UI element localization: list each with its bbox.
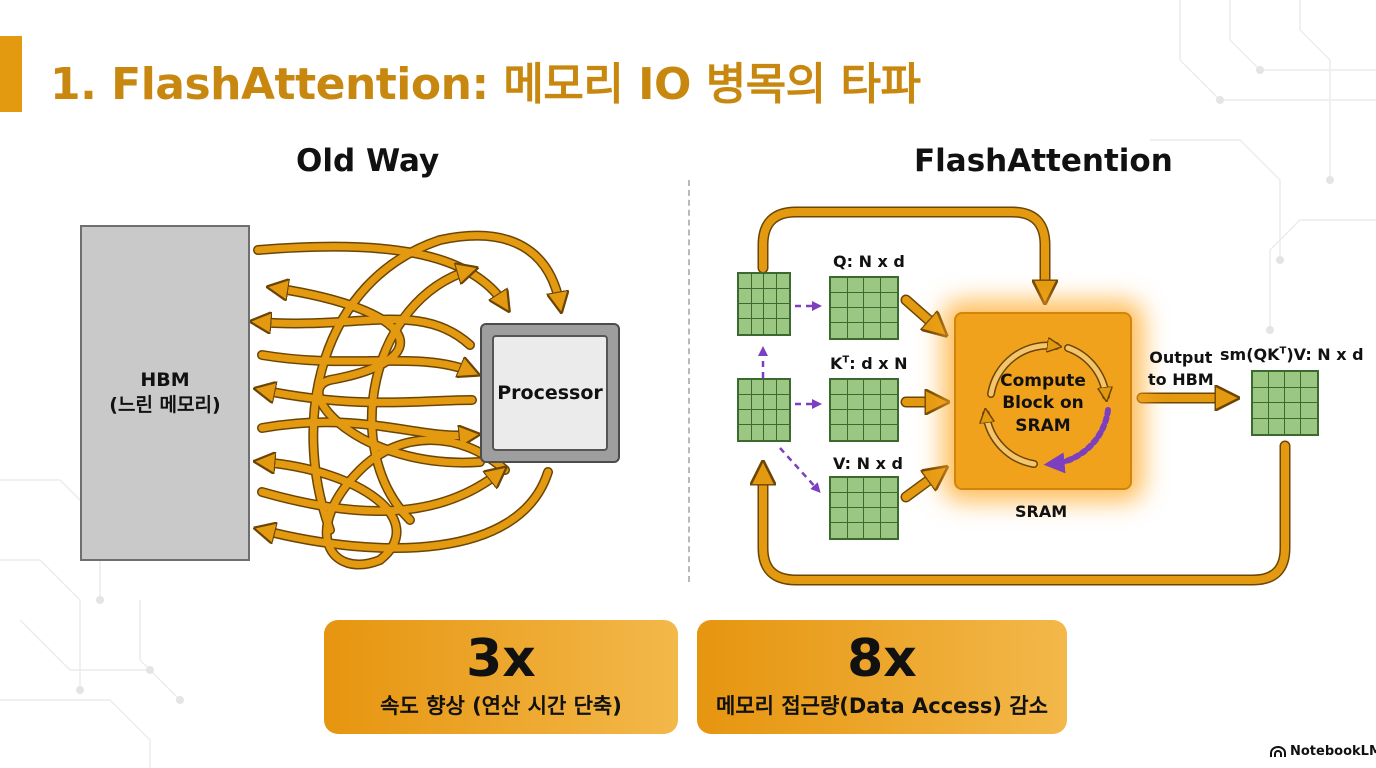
v-matrix-grid [829, 476, 899, 540]
page-title: 1. FlashAttention: 메모리 IO 병목의 타파 [50, 59, 921, 110]
memory-access-description: 메모리 접근량(Data Access) 감소 [716, 694, 1048, 718]
flashattention-heading: FlashAttention [914, 143, 1173, 179]
memory-access-value: 8x [847, 629, 917, 689]
processor-label: Processor [497, 382, 603, 404]
sram-compute-block: Compute Block on SRAM [954, 312, 1132, 490]
brand-name: NotebookLM [1290, 744, 1376, 759]
v-matrix-label: V: N x d [833, 454, 903, 473]
section-divider [688, 180, 690, 582]
hbm-tile-grid-bottom [737, 378, 791, 442]
brand-watermark: NotebookLM [1270, 744, 1376, 759]
speedup-value: 3x [466, 629, 536, 689]
hbm-label: HBM (느린 메모리) [109, 369, 221, 416]
hbm-tile-grid-top [737, 272, 791, 336]
sram-caption: SRAM [1015, 502, 1068, 521]
speedup-stat-card: 3x 속도 향상 (연산 시간 단축) [324, 620, 678, 734]
flash-flow-arrows [763, 206, 1291, 586]
notebooklm-logo-icon [1270, 745, 1286, 757]
dashed-load-arrows [758, 301, 822, 493]
hbm-memory-block: HBM (느린 메모리) [80, 225, 250, 561]
q-matrix-grid [829, 276, 899, 340]
k-transpose-label: KT: d x N [830, 354, 908, 373]
result-matrix-grid [1251, 370, 1319, 436]
processor-die: Processor [492, 335, 608, 451]
k-transpose-matrix-grid [829, 378, 899, 442]
sram-compute-text: Compute Block on SRAM [1000, 371, 1086, 436]
old-way-heading: Old Way [296, 143, 440, 179]
result-matrix-label: sm(QKT)V: N x d [1220, 345, 1364, 364]
speedup-description: 속도 향상 (연산 시간 단축) [380, 694, 622, 718]
old-way-tangled-arrows [258, 230, 560, 570]
processor-chip: Processor [480, 323, 620, 463]
compute-cycle-arrows [956, 314, 1134, 474]
output-to-hbm-label: Output to HBM [1148, 348, 1214, 390]
memory-access-stat-card: 8x 메모리 접근량(Data Access) 감소 [697, 620, 1067, 734]
title-accent-bar [0, 36, 22, 112]
q-matrix-label: Q: N x d [833, 252, 905, 271]
